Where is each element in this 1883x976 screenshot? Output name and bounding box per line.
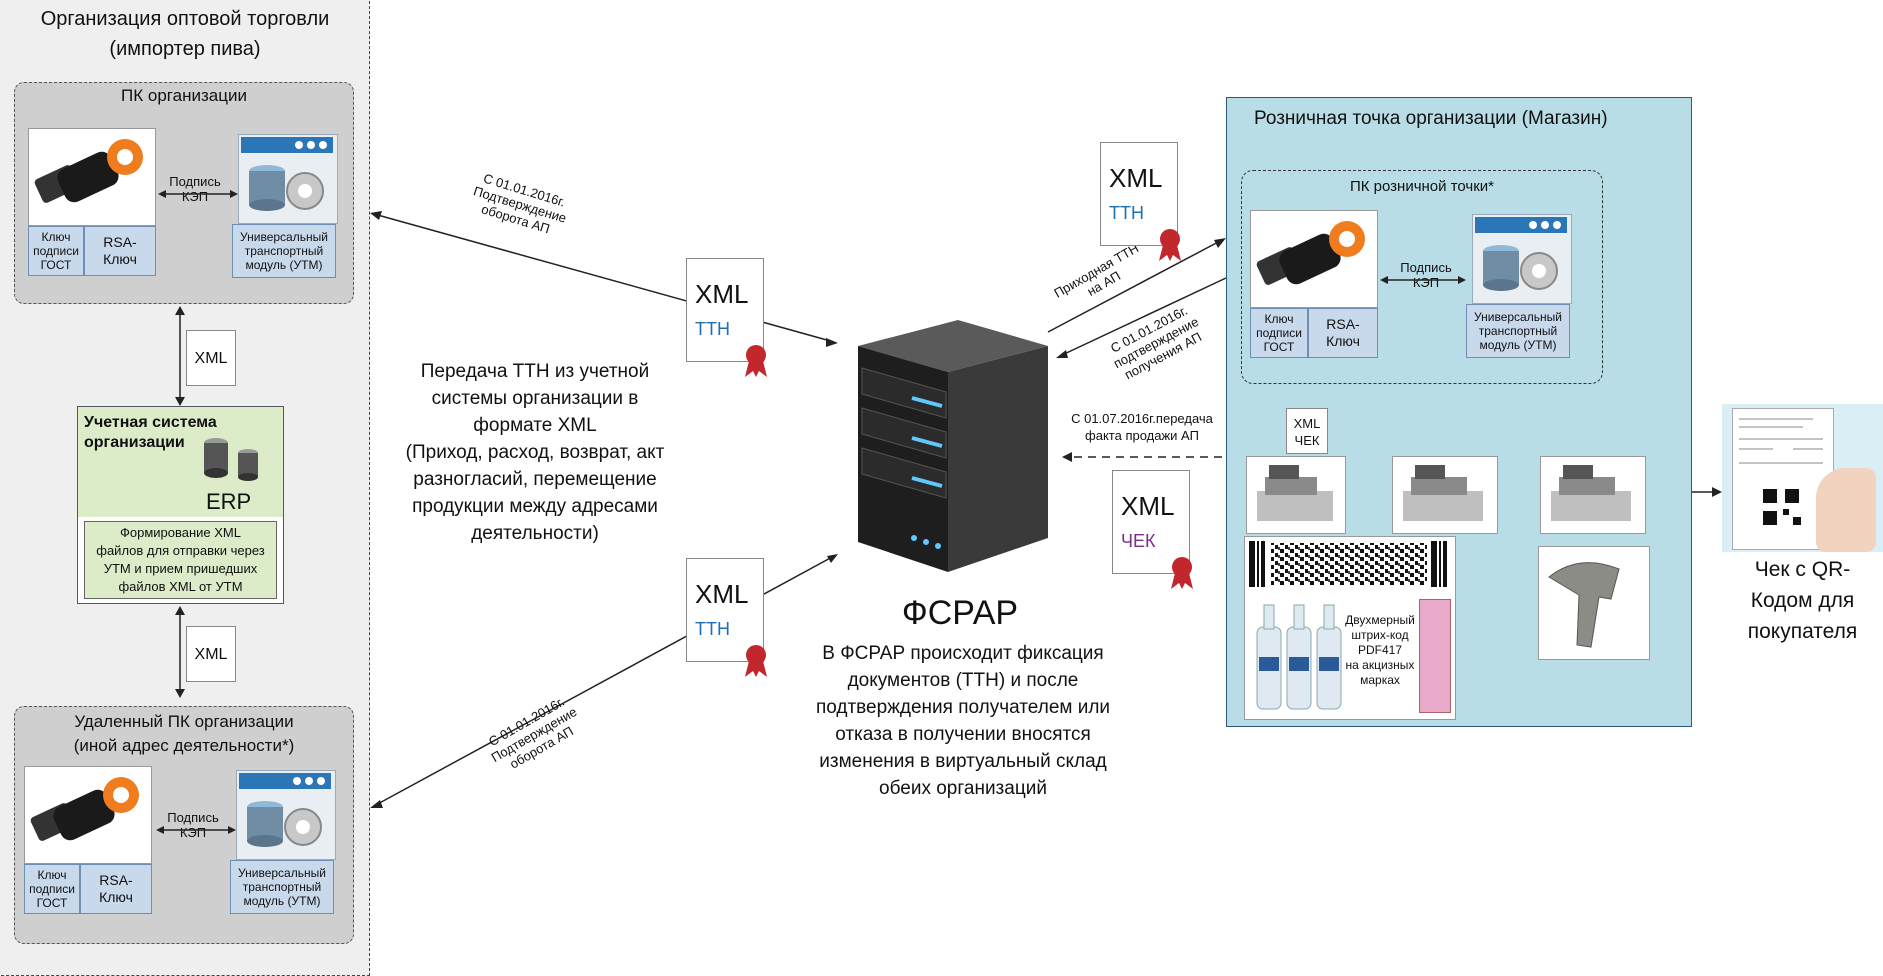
xml-ttn-doc-top: XML ТТН	[686, 258, 767, 377]
seal-icon	[745, 645, 767, 677]
server-gear-icon	[241, 137, 333, 211]
utm-module-image	[238, 134, 338, 224]
cash-register-3	[1540, 456, 1646, 534]
remote-sign-kep-arrow	[156, 826, 236, 834]
top-left-connector	[373, 213, 835, 343]
hand-image	[1816, 468, 1876, 552]
vodka-bottles-icon	[1256, 604, 1342, 710]
retail-usb-key-image	[1250, 210, 1378, 308]
cash-register-icon	[1403, 465, 1483, 521]
erp-remote-arrow	[175, 606, 185, 698]
retail-sign-kep-arrow	[1380, 276, 1466, 284]
usb-token-icon	[1256, 221, 1365, 285]
sign-kep-arrow	[158, 190, 238, 198]
barcode-scanner-icon	[1548, 562, 1620, 648]
remote-pc-title: Удаленный ПК организации(иной адрес деят…	[73, 712, 295, 755]
excise-stamp-image	[1419, 599, 1451, 713]
cash-register-2	[1392, 456, 1498, 534]
org-title: Организация оптовой торговли (импортер п…	[40, 8, 330, 60]
usb-token-icon	[34, 139, 143, 203]
xml-ttn-doc-retail: XML ТТН	[1100, 142, 1181, 261]
usb-key-image	[28, 128, 156, 226]
cash-register-1	[1246, 456, 1346, 534]
erp-label: ERP	[206, 489, 252, 514]
xml-doc-upper: XML	[186, 330, 236, 386]
database-icon	[204, 438, 258, 481]
bottom-left-connector	[373, 555, 835, 807]
cash-register-icon	[1551, 465, 1631, 521]
seal-icon	[1171, 557, 1193, 589]
org-pc-title: ПК организации	[121, 86, 247, 105]
retail-pc-title: ПК розничной точки*	[1349, 178, 1495, 195]
xml-check-doc: XML ЧЕК	[1112, 470, 1193, 589]
remote-utm-module-image	[236, 770, 336, 860]
retail-utm-module-image	[1472, 214, 1572, 304]
receipt-lines-icon	[1739, 418, 1823, 525]
barcode-scanner-image	[1538, 546, 1650, 660]
seal-icon	[745, 345, 767, 377]
remote-usb-key-image	[24, 766, 152, 864]
fsrar-server-icon	[858, 320, 1048, 572]
cash-register-icon	[1257, 465, 1333, 521]
server-gear-icon	[1475, 217, 1567, 291]
retail-pc-box	[1241, 170, 1603, 384]
usb-token-icon	[30, 777, 139, 841]
fsrar-title: ФСРАР	[901, 594, 1019, 632]
retail-rsa-key-label: RSA-Ключ	[1308, 308, 1378, 358]
pdf417-barcode-icon	[1249, 541, 1447, 587]
xml-doc-lower: XML	[186, 626, 236, 682]
confirmation-connector	[1059, 277, 1227, 357]
seal-icon	[1159, 229, 1181, 261]
xml-ttn-doc-bottom: XML ТТН	[686, 558, 767, 677]
rsa-key-label: RSA-Ключ	[84, 226, 156, 276]
retail-title: Розничная точка организации (Магазин)	[1254, 108, 1608, 129]
incoming-ttn-connector	[1047, 239, 1223, 333]
pc-erp-arrow	[175, 306, 185, 406]
receipt-image	[1722, 404, 1883, 552]
server-gear-icon	[239, 773, 331, 847]
remote-rsa-key-label: RSA-Ключ	[80, 864, 152, 914]
